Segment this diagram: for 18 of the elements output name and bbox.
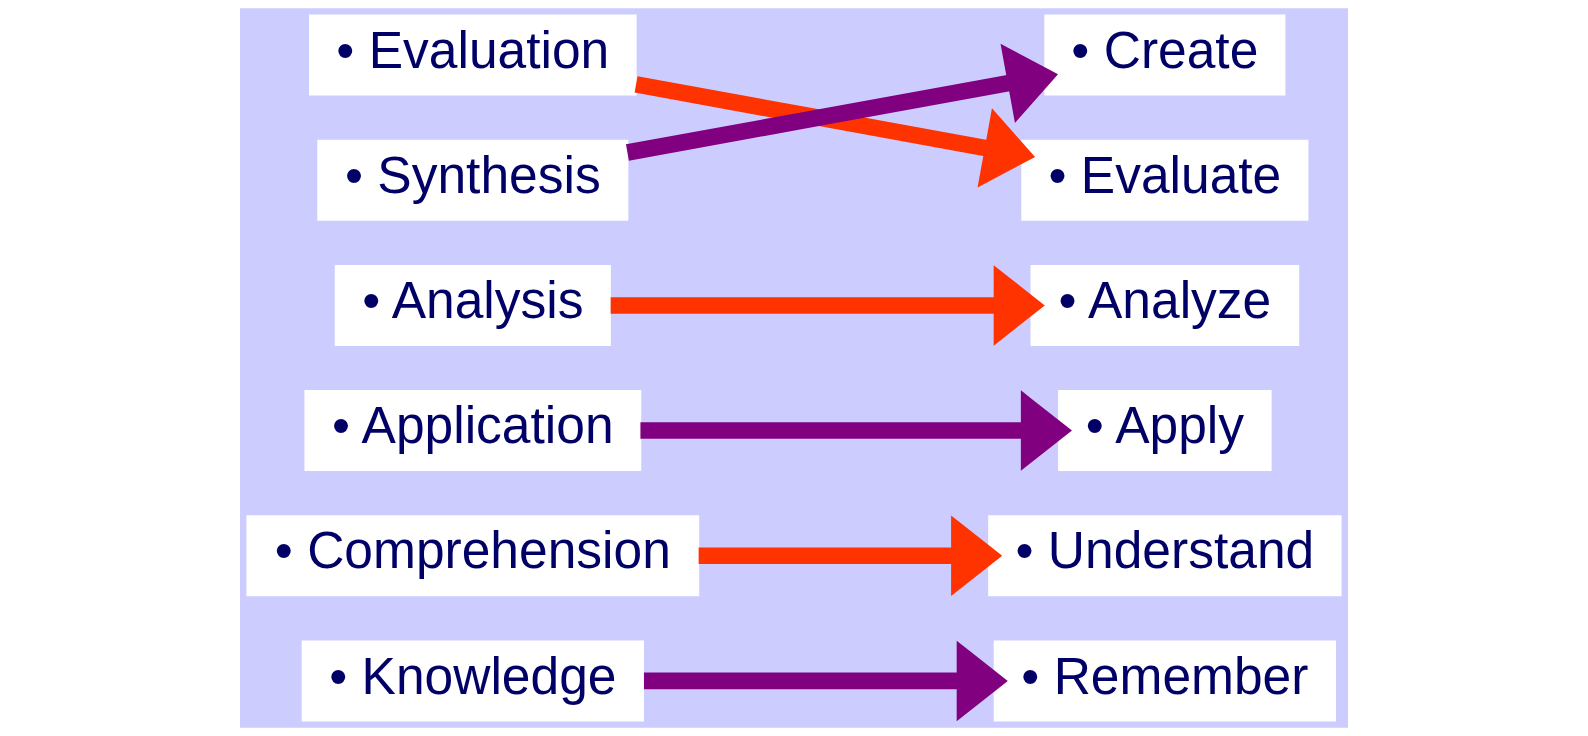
node-box: • Synthesis [317, 139, 629, 221]
node-box: • Create [1044, 14, 1286, 96]
node-box: • Analyze [1030, 264, 1300, 346]
node-box: • Knowledge [301, 640, 644, 722]
arrow [643, 640, 1008, 722]
arrow [640, 390, 1072, 471]
node-box: • Analysis [334, 264, 611, 346]
arrow [698, 515, 1003, 596]
node-box: • Apply [1058, 390, 1272, 472]
arrow [610, 265, 1045, 346]
node-box: • Application [304, 390, 642, 472]
arrow [634, 76, 1036, 188]
node-box: • Comprehension [246, 515, 700, 597]
node-box: • Understand [988, 515, 1342, 597]
arrow [625, 43, 1059, 161]
node-box: • Remember [993, 640, 1337, 722]
node-box: • Evaluate [1021, 139, 1309, 221]
node-box: • Evaluation [309, 14, 637, 96]
